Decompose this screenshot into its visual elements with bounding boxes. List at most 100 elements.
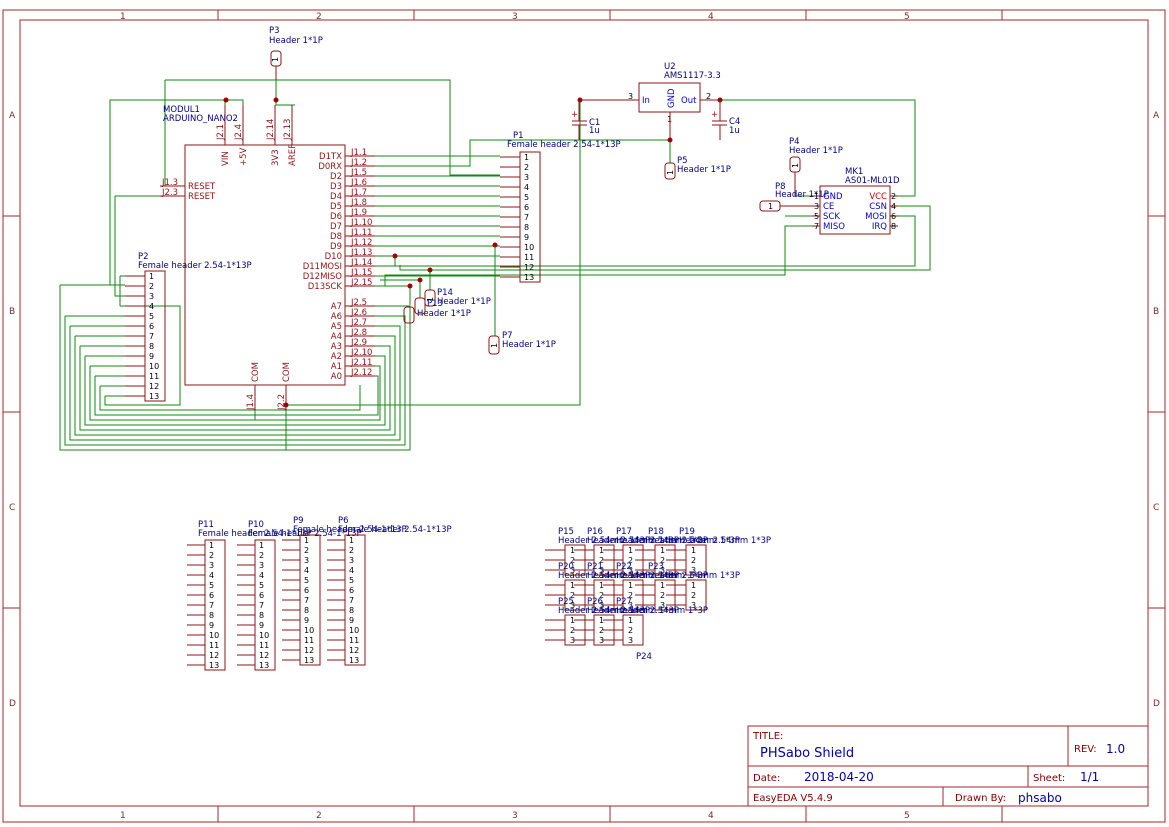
modul1-top-pin-name: +5V <box>239 147 249 166</box>
modul1-right-pin-name: D12MISO <box>303 272 343 282</box>
p1-pin-num: 3 <box>524 173 529 182</box>
modul1-right-pin-name: D13SCK <box>308 282 343 292</box>
sheet-value: 1/1 <box>1080 770 1099 784</box>
row-label: B <box>9 307 15 317</box>
mk1-left-pin-num: 1 <box>814 192 819 201</box>
h3-ref: P23 <box>648 562 664 572</box>
wire <box>99 385 361 411</box>
modul1-bottom-pin-num: J2.2 <box>277 394 287 411</box>
mk1-right-pin-num: 8 <box>891 222 896 231</box>
p1-pin-num: 10 <box>524 243 534 252</box>
h3-pin-num: 3 <box>599 636 604 645</box>
mk1-right-pin-num: 2 <box>891 192 896 201</box>
p1-pin-num: 8 <box>524 223 529 232</box>
component-modul1: MODUL1 ARDUINO_NANO2 VINJ2.1+5VJ2.43V3J2… <box>160 105 375 411</box>
h3-pin-num: 2 <box>570 626 575 635</box>
h3-value: Header 2.54mm 1*3P <box>616 606 708 616</box>
modul1-top-pin-name: VIN <box>221 151 231 166</box>
p4-ref: P4 <box>789 137 800 147</box>
mk1-right-pin-num: 6 <box>891 212 896 221</box>
rev-value: 1.0 <box>1106 742 1125 756</box>
h13-value: Female header 2.54-1*13P <box>338 525 452 535</box>
modul1-analog-pin-num: J2.9 <box>350 338 367 348</box>
modul1-right-pin-name: D11MOSI <box>303 262 342 272</box>
h3-pin-num: 2 <box>570 556 575 565</box>
modul1-right-pin-name: D4 <box>330 192 342 202</box>
mk1-left-pin-name: GND <box>823 192 843 202</box>
wire <box>94 375 379 416</box>
component-p5: 1 P5 Header 1*1P <box>664 156 731 180</box>
wire <box>69 325 401 441</box>
h3-pin-num: 1 <box>570 616 575 625</box>
row-label: D <box>1153 699 1160 709</box>
modul1-right-pin-num: J1.11 <box>350 228 372 238</box>
h13-pin-num: 10 <box>209 631 219 640</box>
drawn-label: Drawn By: <box>955 793 1006 804</box>
wire <box>119 275 125 307</box>
h13-pin-num: 9 <box>349 616 354 625</box>
p13b-body <box>414 297 426 315</box>
h3-ref: P17 <box>616 527 632 537</box>
mk1-value: AS01-ML01D <box>845 176 900 186</box>
modul1-right-pin-name: D1TX <box>319 152 342 162</box>
h13-pin-num: 2 <box>349 546 354 555</box>
wire <box>720 99 916 197</box>
p2-pin-num: 7 <box>149 332 154 341</box>
modul1-right-pin-num: J2.15 <box>350 278 372 288</box>
h13-pin-num: 2 <box>259 551 264 560</box>
h3-pin-num: 2 <box>570 591 575 600</box>
p8-ref: P8 <box>775 182 786 192</box>
p1-pin-num: 11 <box>524 253 534 262</box>
h13-pin-num: 5 <box>349 576 354 585</box>
h13-pin-num: 1 <box>304 536 309 545</box>
component-c4: C4 1u + <box>711 100 740 140</box>
p14-body <box>424 289 436 307</box>
modul1-right-pin-name: D7 <box>330 222 342 232</box>
modul1-analog-pin-num: J2.6 <box>350 308 367 318</box>
tool-value: EasyEDA V5.4.9 <box>753 793 833 804</box>
h13-pin-num: 6 <box>304 586 309 595</box>
modul1-left-pin-num: J1.3 <box>161 178 178 188</box>
h13-pin-num: 10 <box>259 631 269 640</box>
modul1-top-pin-num: J2.4 <box>234 124 244 141</box>
p2-ref: P2 <box>138 252 149 262</box>
col-label: 3 <box>512 811 518 821</box>
modul1-top-pin-num: J2.13 <box>283 119 293 141</box>
p3-pin: 1 <box>271 57 280 62</box>
h3-value: Header 2.54mm 1*3P <box>558 606 650 616</box>
modul1-analog-pin-name: A0 <box>331 372 342 382</box>
h3-pin-num: 1 <box>691 546 696 555</box>
modul1-body <box>184 144 346 386</box>
p3-value: Header 1*1P <box>269 36 323 46</box>
modul1-right-pin-num: J1.1 <box>350 148 367 158</box>
modul1-analog-pin-name: A7 <box>331 302 342 312</box>
date-value: 2018-04-20 <box>804 770 874 784</box>
modul1-right-pin-num: J1.9 <box>350 208 367 218</box>
c1-value: 1u <box>589 126 600 136</box>
h3-pin-num: 1 <box>628 616 633 625</box>
h13-pin-num: 11 <box>349 636 359 645</box>
h13-pin-num: 11 <box>209 641 219 650</box>
modul1-right-pin-num: J1.8 <box>350 198 367 208</box>
u2-n-out: 2 <box>706 92 711 101</box>
rev-label: REV: <box>1074 744 1097 755</box>
p2-pin-num: 4 <box>149 302 154 311</box>
wire <box>275 80 295 106</box>
h3-value: Header 2.54mm 1*3P <box>558 571 650 581</box>
h13-pin-num: 12 <box>349 646 359 655</box>
junction-dot <box>427 267 433 273</box>
modul1-value: ARDUINO_NANO2 <box>163 114 238 124</box>
h3-ref: P15 <box>558 527 574 537</box>
drawn-value: phsabo <box>1018 791 1062 805</box>
modul1-left-pin-num: J2.3 <box>161 188 178 198</box>
h3-pin-num: 2 <box>599 626 604 635</box>
modul1-analog-pin-num: J2.12 <box>350 368 372 378</box>
p8-value: Header 1*1P <box>775 190 829 200</box>
modul1-right-pin-name: D10 <box>325 252 342 262</box>
h13-pin-num: 4 <box>209 571 214 580</box>
title-value: PHSabo Shield <box>760 746 854 761</box>
title-label: TITLE: <box>752 731 783 742</box>
col-label: 2 <box>316 12 322 22</box>
component-p13: P13 Header 1*1P <box>403 297 471 324</box>
